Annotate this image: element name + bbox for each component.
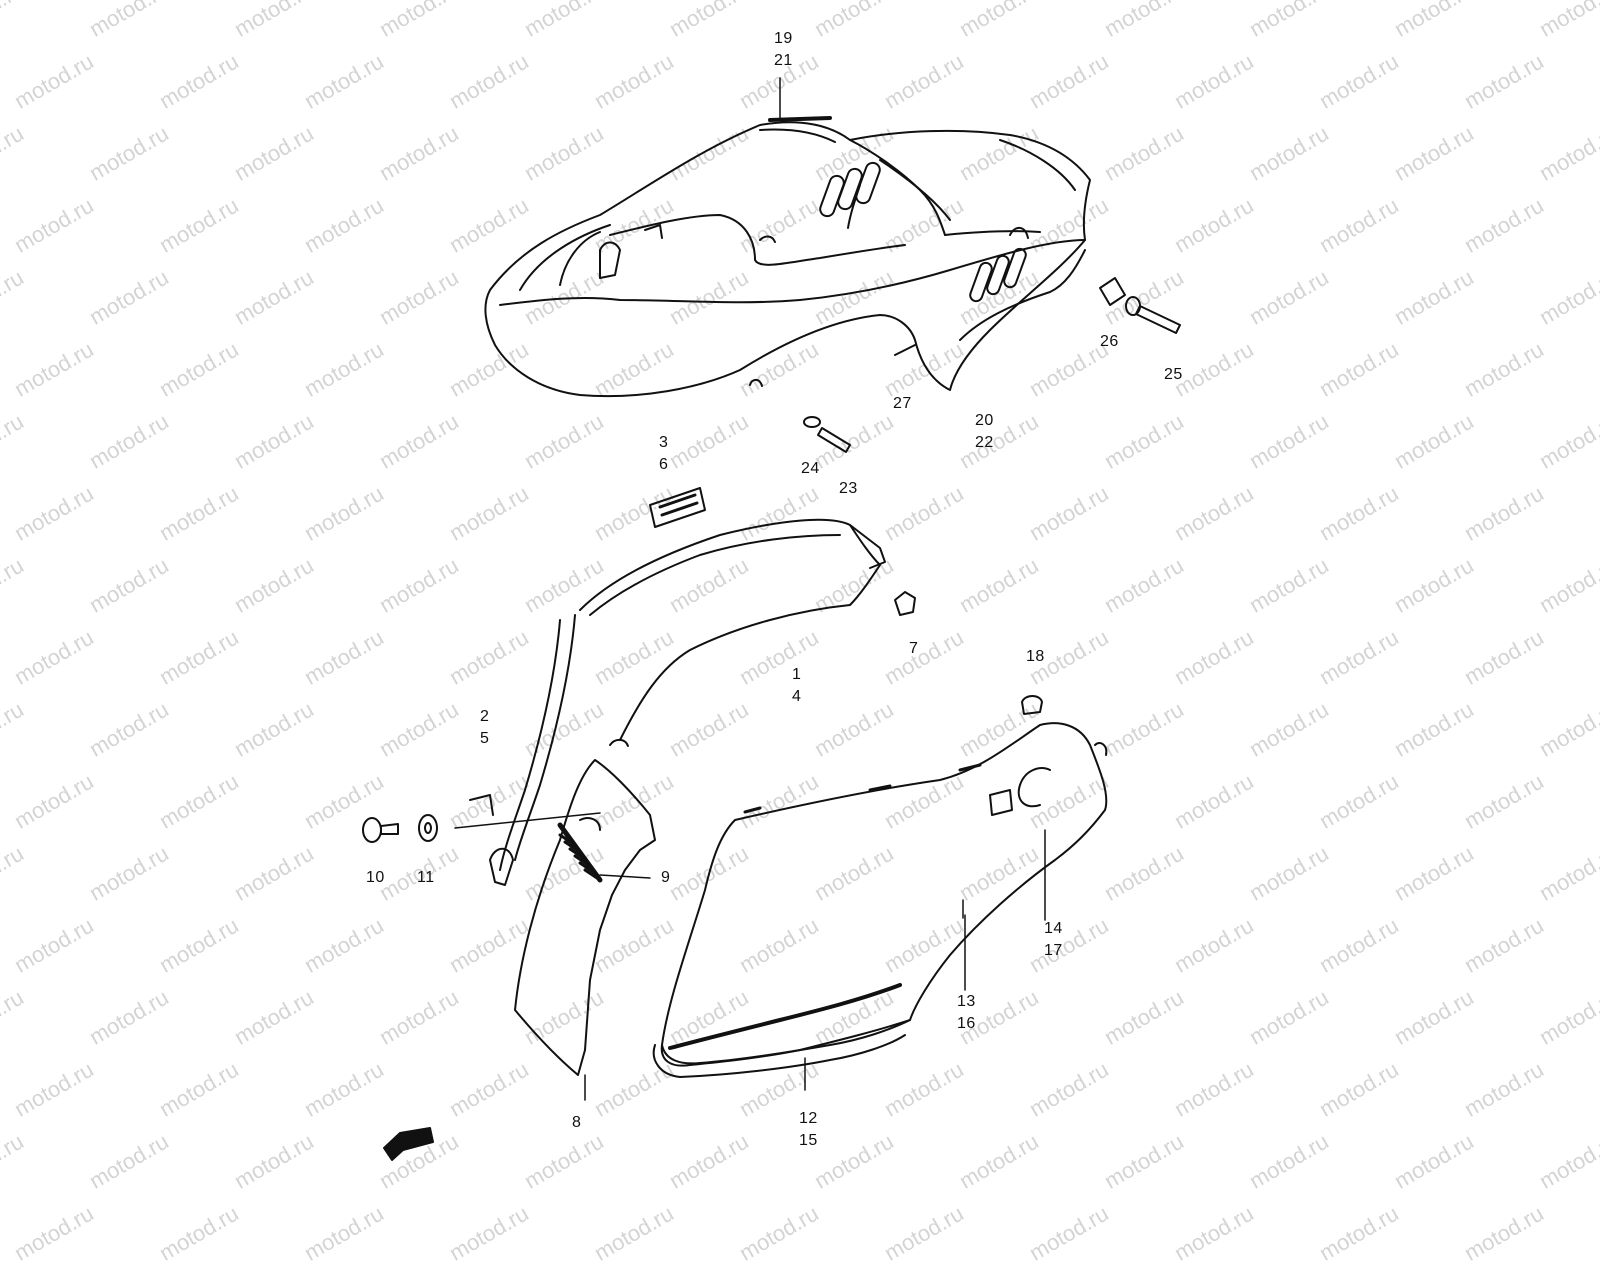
callout-10: 10: [366, 869, 385, 886]
callout-9: 9: [661, 869, 671, 886]
callout-2: 2: [480, 708, 490, 725]
emblem-3-6: [650, 488, 705, 527]
callout-20: 20: [975, 412, 994, 429]
callout-15: 15: [799, 1132, 818, 1149]
tail-cover-1-4: [470, 520, 885, 885]
callout-11: 11: [417, 869, 435, 886]
callout-14: 14: [1044, 920, 1063, 937]
watermark-text: motod.ru: [445, 1200, 533, 1266]
spring-9: [560, 835, 600, 880]
bolt-23-24: [804, 417, 850, 452]
callout-5: 5: [480, 730, 490, 747]
watermark-text: motod.ru: [1460, 1200, 1548, 1266]
bolt-25-26: [1100, 278, 1180, 333]
leader-lines: [455, 78, 1045, 1100]
callout-21: 21: [774, 52, 793, 69]
callout-17: 17: [1044, 942, 1063, 959]
callout-25: 25: [1164, 366, 1183, 383]
washer-11: [419, 815, 437, 841]
callout-24: 24: [801, 460, 820, 477]
watermark-text: motod.ru: [300, 1200, 388, 1266]
watermark-text: motod.ru: [1170, 1200, 1258, 1266]
grommet-18: [1022, 696, 1042, 714]
watermark-text: motod.ru: [590, 1200, 678, 1266]
side-panel-8: [515, 760, 655, 1075]
callout-8: 8: [572, 1114, 582, 1131]
callout-27: 27: [893, 395, 912, 412]
callout-19: 19: [774, 30, 793, 47]
rear-cowl: [485, 118, 1090, 396]
callout-23: 23: [839, 480, 858, 497]
callout-12: 12: [799, 1110, 818, 1127]
callout-16: 16: [957, 1015, 976, 1032]
callout-18: 18: [1026, 648, 1045, 665]
callout-1: 1: [792, 666, 802, 683]
callout-6: 6: [659, 456, 669, 473]
front-direction-arrow: [384, 1128, 433, 1160]
callout-13: 13: [957, 993, 976, 1010]
watermark-text: motod.ru: [735, 1200, 823, 1266]
callout-26: 26: [1100, 333, 1119, 350]
callout-22: 22: [975, 434, 994, 451]
watermark-text: motod.ru: [1025, 1200, 1113, 1266]
callout-3: 3: [659, 434, 669, 451]
watermark-text: motod.ru: [10, 1200, 98, 1266]
callout-4: 4: [792, 688, 802, 705]
watermark-text: motod.ru: [880, 1200, 968, 1266]
exploded-parts-diagram: [0, 0, 1600, 1200]
screw-10: [363, 818, 398, 842]
watermark-text: motod.ru: [155, 1200, 243, 1266]
watermark-text: motod.ru: [1315, 1200, 1403, 1266]
callout-7: 7: [909, 640, 919, 657]
grommet-7: [895, 592, 915, 615]
side-cover-12-15: [654, 723, 1107, 1077]
